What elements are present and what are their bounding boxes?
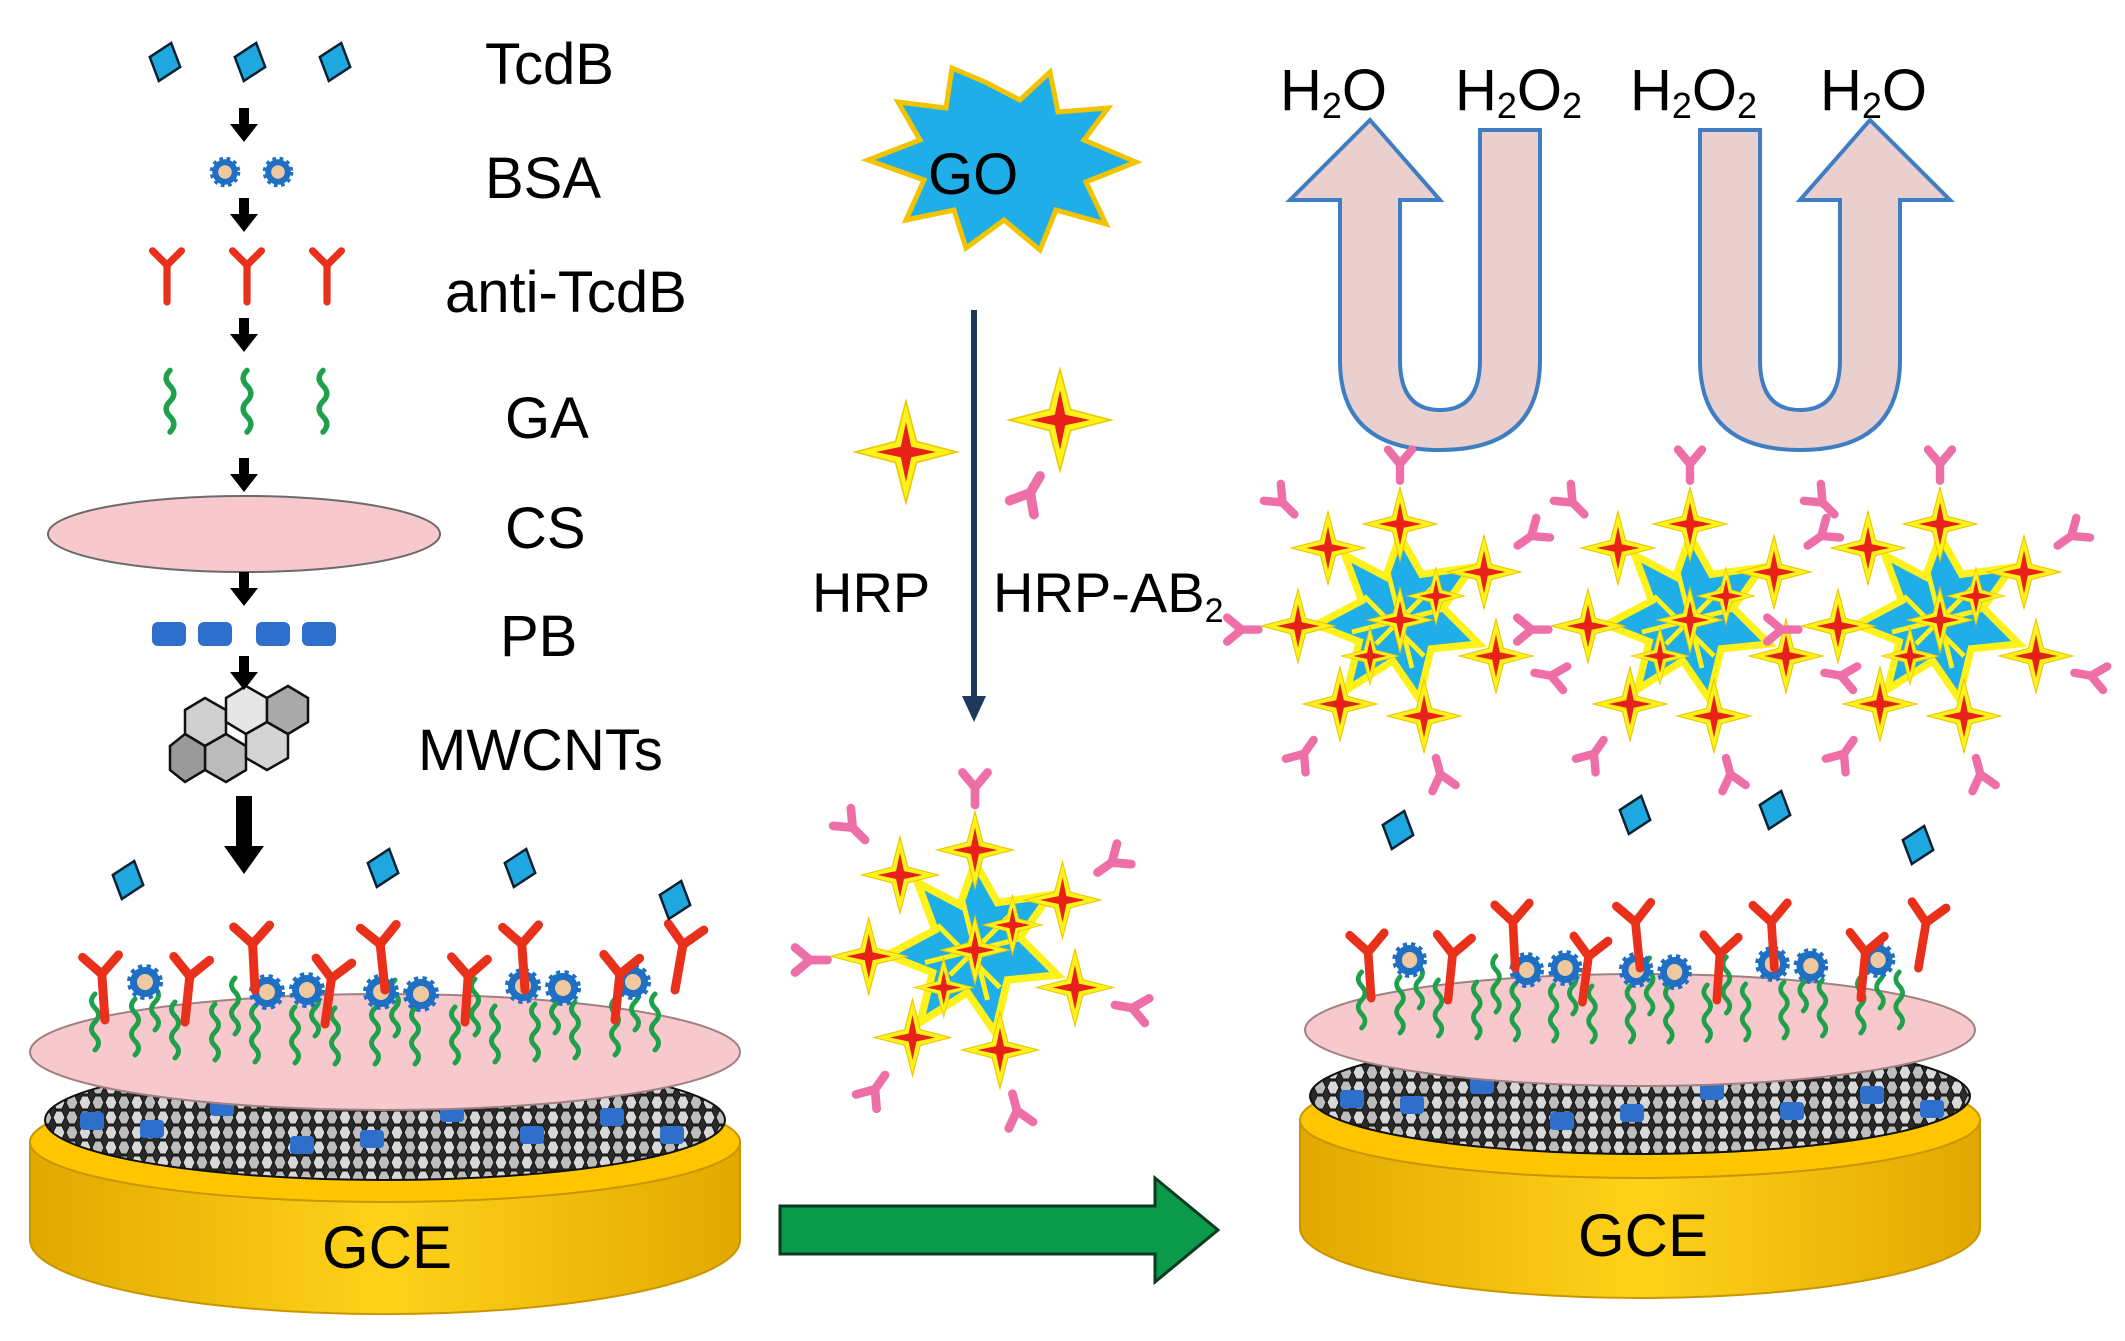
label-tcdb: TcdB (485, 32, 614, 97)
label-ga: GA (505, 386, 589, 451)
middle-conjugate (795, 773, 1149, 1129)
step-antibody-icons (153, 251, 342, 302)
flow-arrow (778, 1174, 1221, 1286)
h2o2-right-label: H2O2 (1630, 58, 1757, 126)
hrp-ab-icon (1009, 368, 1112, 515)
label-cs: CS (505, 496, 586, 561)
h2o2-left-label: H2O2 (1455, 58, 1582, 126)
graphene-oxide-burst: GO (860, 64, 1143, 255)
step-arrows (224, 108, 264, 874)
step-bsa-icons (212, 159, 291, 185)
step-tcdb-icons (142, 36, 358, 88)
hrp-ab-label: HRP-AB2 (993, 561, 1224, 630)
step-pb-icons (152, 622, 336, 646)
recycle-arrows (1285, 117, 1955, 453)
label-bsa: BSA (485, 146, 601, 211)
h2o-right-label: H2O (1820, 58, 1927, 126)
go-label: GO (928, 142, 1018, 207)
step-mwcnt-icon (168, 684, 310, 784)
gce-left-label: GCE (322, 1214, 452, 1281)
label-anti-tcdb: anti-TcdB (445, 260, 687, 325)
left-electrode: GCE (29, 842, 741, 1316)
right-electrode: GCE (1299, 784, 1981, 1299)
bound-conjugate-3 (1767, 450, 2107, 792)
gce-right-label: GCE (1578, 1202, 1708, 1269)
label-mwcnts: MWCNTs (418, 718, 663, 783)
hrp-star-icon (854, 400, 958, 504)
step-ga-icons (166, 370, 327, 432)
step-cs-disk (47, 495, 441, 573)
h2o-left-label: H2O (1280, 58, 1387, 126)
middle-down-arrow (962, 310, 986, 722)
hrp-label: HRP (812, 561, 930, 624)
label-pb: PB (500, 604, 577, 669)
